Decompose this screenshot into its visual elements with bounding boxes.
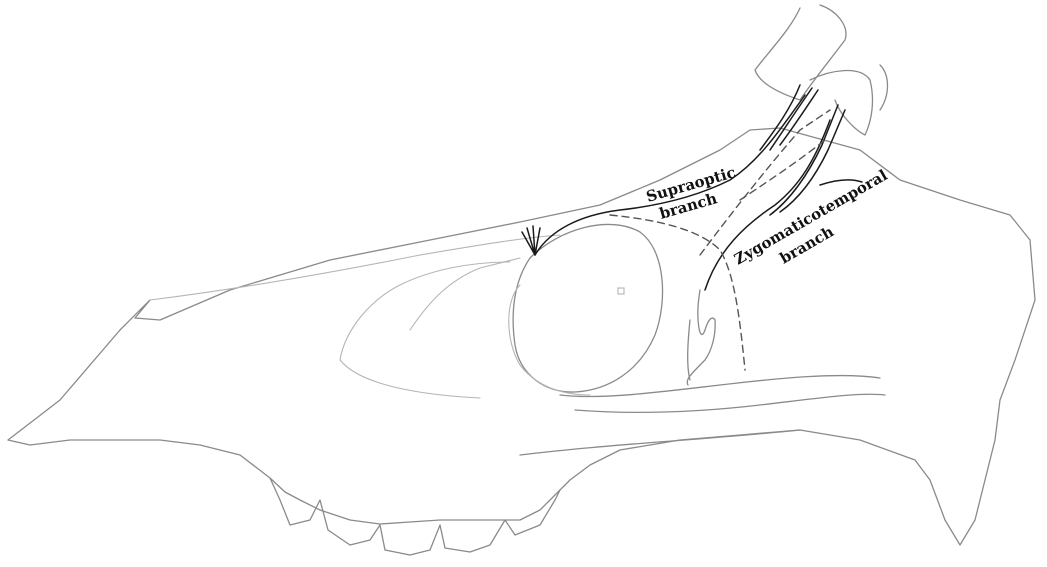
lower-jaw-line (520, 430, 800, 455)
zygomaticotemporal-label: Zygomaticotemporal branch (731, 166, 902, 288)
zygomatic-arch (560, 376, 885, 413)
dashed-nerve-1 (610, 215, 745, 370)
orbit-rim (509, 285, 590, 395)
temporal-fossa (687, 290, 715, 385)
foramen (618, 288, 624, 294)
post-orbital-process (688, 320, 690, 380)
skull-outline (8, 128, 1035, 545)
maxilla-contour (340, 262, 510, 398)
zygomaticotemporal-label-line1: Zygomaticotemporal (731, 166, 891, 269)
horn-right (810, 65, 888, 135)
teeth (270, 478, 560, 555)
nasal-line (150, 235, 560, 300)
dashed-nerve-3 (740, 140, 825, 200)
facial-crest (410, 258, 520, 330)
